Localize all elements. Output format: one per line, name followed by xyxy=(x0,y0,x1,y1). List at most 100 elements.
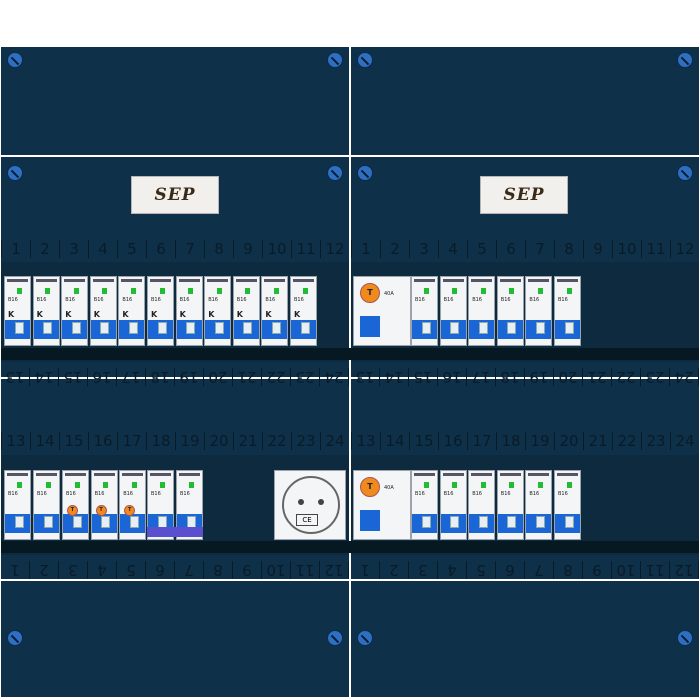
circuit-breaker[interactable]: B16 xyxy=(439,276,467,346)
column-number: 15 xyxy=(409,432,438,450)
column-number: 12 xyxy=(320,561,349,579)
circuit-breaker[interactable]: B16 xyxy=(525,470,553,540)
toggle-switch[interactable] xyxy=(43,515,53,528)
toggle-switch[interactable] xyxy=(128,321,138,334)
rating-label: B16 xyxy=(236,297,247,303)
rating-label: B16 xyxy=(558,297,568,303)
test-button[interactable]: T xyxy=(360,477,380,497)
toggle-switch[interactable] xyxy=(14,321,24,334)
toggle-switch[interactable] xyxy=(157,321,167,334)
circuit-breaker[interactable]: B16 xyxy=(439,470,467,540)
column-number: 21 xyxy=(583,432,612,450)
circuit-breaker[interactable]: B16 xyxy=(411,276,438,346)
toggle-switch[interactable] xyxy=(186,515,196,528)
circuit-breaker[interactable]: B16 xyxy=(468,276,496,346)
circuit-breaker[interactable]: B16 xyxy=(411,470,438,540)
toggle-switch[interactable] xyxy=(478,321,488,334)
toggle-switch[interactable] xyxy=(478,515,488,528)
status-indicator xyxy=(216,288,222,294)
column-number: 20 xyxy=(204,368,233,386)
circuit-breaker[interactable]: B16 xyxy=(554,470,581,540)
rating-label: B16 xyxy=(529,297,540,303)
circuit-breaker[interactable]: B16 xyxy=(525,276,553,346)
column-number: 1 xyxy=(351,561,380,579)
test-button[interactable]: T xyxy=(95,505,107,516)
toggle-switch[interactable] xyxy=(300,321,310,334)
toggle-switch[interactable] xyxy=(101,515,111,528)
toggle-switch[interactable] xyxy=(14,515,24,528)
toggle-switch[interactable] xyxy=(43,321,53,334)
column-number: 2 xyxy=(30,240,59,258)
toggle-switch[interactable] xyxy=(100,321,110,334)
toggle-switch[interactable] xyxy=(450,321,460,334)
test-button[interactable]: T xyxy=(124,505,136,516)
test-button[interactable]: T xyxy=(67,505,78,516)
circuit-breaker[interactable]: B16 xyxy=(4,470,31,540)
toggle-switch[interactable] xyxy=(157,515,167,528)
status-indicator xyxy=(131,482,137,488)
toggle-switch[interactable] xyxy=(71,321,81,334)
brand-strip xyxy=(557,279,578,282)
circuit-breaker[interactable]: B16 xyxy=(33,470,60,540)
toggle-switch[interactable] xyxy=(271,321,281,334)
toggle-switch[interactable] xyxy=(214,321,224,334)
circuit-breaker[interactable]: B16 xyxy=(554,276,581,346)
rating-label: B16 xyxy=(472,297,482,303)
circuit-breaker[interactable]: B16 xyxy=(496,276,524,346)
column-number: 15 xyxy=(59,368,88,386)
rating-label: 40A xyxy=(384,485,394,491)
circuit-breaker[interactable]: B16 xyxy=(468,470,496,540)
circuit-breaker[interactable]: B16 xyxy=(496,470,524,540)
type-mark: K xyxy=(8,309,15,319)
toggle-switch[interactable] xyxy=(564,321,574,334)
rating-label: B16 xyxy=(151,297,161,303)
type-mark: K xyxy=(93,309,100,319)
cover-bottom-right xyxy=(351,581,699,697)
column-number: 13 xyxy=(1,368,30,386)
toggle-switch[interactable] xyxy=(72,515,82,528)
toggle-switch[interactable] xyxy=(507,515,517,528)
column-number: 16 xyxy=(88,368,117,386)
toggle-switch[interactable] xyxy=(421,515,431,528)
column-number: 13 xyxy=(1,432,30,450)
toggle-switch[interactable] xyxy=(243,321,253,334)
toggle-switch[interactable] xyxy=(186,321,196,334)
power-socket[interactable]: CE xyxy=(274,470,346,540)
toggle-switch[interactable] xyxy=(535,321,545,334)
toggle-switch[interactable] xyxy=(564,515,574,528)
rcd-handle[interactable] xyxy=(360,509,380,531)
screw-icon xyxy=(677,165,693,181)
rcd-handle[interactable] xyxy=(360,315,380,337)
toggle-switch[interactable] xyxy=(535,515,545,528)
rating-label: B16 xyxy=(151,491,161,497)
status-indicator xyxy=(566,482,572,488)
brand-strip xyxy=(528,279,550,282)
residual-current-device[interactable]: T 40A xyxy=(353,470,411,540)
toggle-switch[interactable] xyxy=(129,515,139,528)
column-number: 18 xyxy=(146,432,175,450)
toggle-switch[interactable] xyxy=(450,515,460,528)
toggle-switch[interactable] xyxy=(507,321,517,334)
screw-icon xyxy=(357,52,373,68)
brand-strip xyxy=(207,279,229,282)
brand-strip xyxy=(264,279,286,282)
test-button[interactable]: T xyxy=(360,283,380,303)
toggle-switch[interactable] xyxy=(421,321,431,334)
